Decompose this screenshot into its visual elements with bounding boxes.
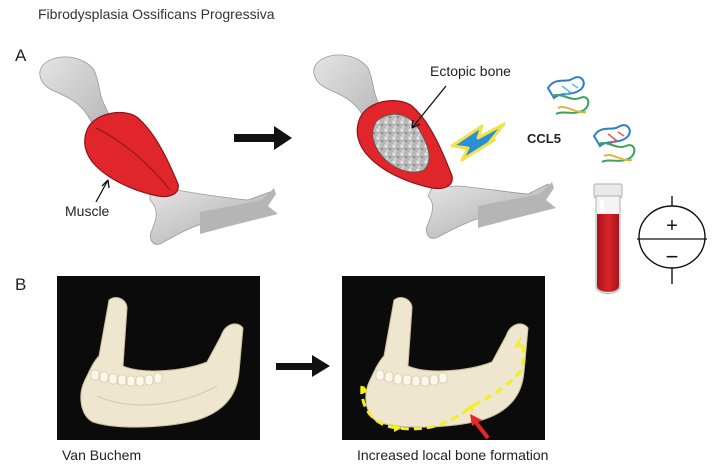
ectopic-bone-arm-illustration <box>314 55 556 238</box>
protein-structure-icon <box>548 77 634 162</box>
minus-sign: − <box>666 244 679 269</box>
lightning-icon <box>452 124 504 160</box>
blood-tube-icon <box>594 184 622 294</box>
arm-muscle-illustration <box>40 57 278 244</box>
mandible-photo-left <box>57 276 260 440</box>
right-arrow <box>234 126 292 150</box>
mandible-photo-right <box>342 276 545 440</box>
plus-minus-icon: + − <box>637 196 707 284</box>
plus-sign: + <box>666 215 678 237</box>
